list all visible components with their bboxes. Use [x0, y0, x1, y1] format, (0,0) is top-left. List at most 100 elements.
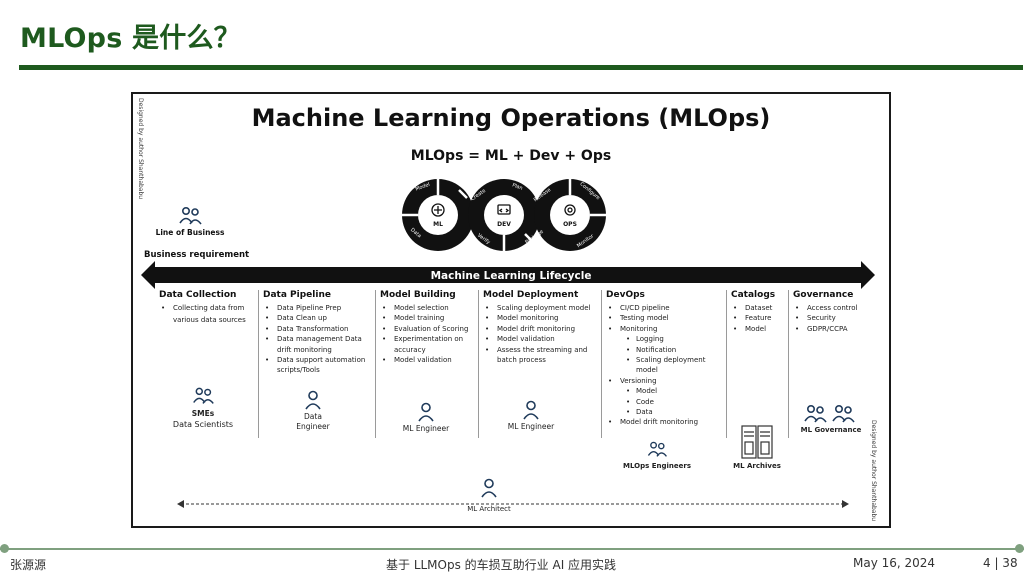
person-icon [418, 402, 434, 422]
list-item: Model validation [483, 334, 597, 345]
role-data-engineer: Data Engineer [278, 390, 348, 432]
footer-page-number: 4 | 38 [983, 556, 1018, 570]
list-item: Model drift monitoring [483, 324, 597, 335]
list-item: Versioning [606, 376, 722, 387]
role-label-ml-governance: ML Governance [800, 426, 862, 434]
dev-hub-icon [497, 204, 511, 215]
column-model-deployment: Model Deployment Scaling deployment mode… [478, 290, 601, 438]
ml-hub-icon [431, 203, 445, 217]
lifecycle-arrow [141, 261, 875, 289]
role-label-data-scientists: Data Scientists [172, 420, 234, 429]
list-item: Access control [793, 303, 868, 314]
role-mlops-engineers: MLOps Engineers [615, 440, 699, 471]
list-item: GDPR/CCPA [793, 324, 868, 335]
role-ml-governance: ML Governance [793, 404, 869, 435]
line-of-business-label: Line of Business [155, 228, 225, 237]
column-catalogs: Catalogs Dataset Feature Model [726, 290, 788, 438]
list-item: Model validation [380, 355, 474, 366]
line-of-business: Line of Business [145, 206, 235, 237]
list-subitem: Logging [606, 334, 722, 345]
list-item: Evaluation of Scoring [380, 324, 474, 335]
architect-span-line [177, 500, 849, 508]
list-item: Feature [731, 313, 784, 324]
person-icon [523, 400, 539, 420]
list-item: Data management Data drift monitoring [263, 334, 371, 355]
server-archive-icon [741, 425, 773, 459]
role-label-mlops-engineers: MLOps Engineers [622, 462, 691, 470]
figure-title: Machine Learning Operations (MLOps) [251, 104, 771, 132]
list-item: Model [731, 324, 784, 335]
footer-author: 张源源 [10, 558, 47, 572]
role-ml-archives: ML Archives [729, 424, 785, 471]
list-item: Testing model [606, 313, 722, 324]
column-heading: Catalogs [731, 290, 776, 300]
footer-talk-title: 基于 LLMOps 的车损互助行业 AI 应用实践 [386, 558, 617, 572]
list-item: Data Pipeline Prep [263, 303, 371, 314]
mlops-cycle: ML DEV OPS Model Create Plan Release Con… [402, 179, 606, 251]
list-item: Dataset [731, 303, 784, 314]
cycle-hub-ops: OPS [563, 221, 577, 228]
people-icon [804, 404, 855, 423]
role-label-engineer: Engineer [296, 422, 330, 431]
role-label-smes: SMEs [191, 409, 215, 418]
cycle-hub-dev: DEV [497, 221, 511, 228]
role-smes: SMEs Data Scientists [163, 386, 243, 430]
person-icon [481, 478, 497, 498]
business-requirement: Business requirement [144, 250, 250, 260]
people-icon [193, 387, 214, 404]
list-item: Data Transformation [263, 324, 371, 335]
footer-date: May 16, 2024 [853, 556, 936, 570]
title-rule [19, 65, 1023, 70]
cycle-step-plan: Plan [511, 182, 523, 191]
list-item: Model training [380, 313, 474, 324]
column-heading: DevOps [606, 290, 645, 300]
list-subitem: Notification [606, 345, 722, 356]
cycle-hub-ml: ML [433, 221, 443, 228]
column-data-collection: Data Collection Collecting data from var… [155, 290, 258, 438]
footer-dot-left [0, 544, 9, 553]
list-subitem: Code [606, 397, 722, 408]
list-item: Security [793, 313, 868, 324]
column-devops: DevOps CI/CD pipeline Testing model Moni… [601, 290, 726, 438]
role-label-ml-architect: ML Architect [467, 505, 511, 513]
column-heading: Data Collection [159, 290, 237, 300]
list-item: Experimentation on accuracy [380, 334, 474, 355]
role-label-data: Data [304, 412, 322, 421]
list-item-continuation: various data sources [173, 316, 246, 325]
ops-hub-icon [564, 204, 576, 216]
list-item: CI/CD pipeline [606, 303, 722, 314]
slide-title: MLOps 是什么？ [20, 23, 241, 54]
column-data-pipeline: Data Pipeline Data Pipeline Prep Data Cl… [258, 290, 375, 438]
figure-subtitle: MLOps = ML + Dev + Ops [410, 148, 612, 164]
role-label-ml-archives: ML Archives [733, 462, 781, 470]
person-icon [305, 390, 321, 410]
lifecycle-label: Machine Learning Lifecycle [430, 270, 592, 282]
mlops-figure: Designed by author Shanthababu Designed … [131, 92, 891, 528]
column-heading: Governance [793, 290, 854, 300]
role-ml-architect: ML Architect [453, 478, 525, 514]
column-model-building: Model Building Model selection Model tra… [375, 290, 478, 438]
list-item: Scaling deployment model [483, 303, 597, 314]
column-governance: Governance Access control Security GDPR/… [788, 290, 872, 438]
footer-rule [0, 548, 1024, 550]
role-ml-engineer-building: ML Engineer [388, 402, 464, 434]
list-item: Data support automation scripts/Tools [263, 355, 371, 376]
list-item: Model drift monitoring [606, 417, 722, 428]
list-subitem: Data [606, 407, 722, 418]
footer-dot-right [1015, 544, 1024, 553]
people-icon [179, 206, 202, 225]
list-item: Model selection [380, 303, 474, 314]
list-subitem: Model [606, 386, 722, 397]
list-item: Monitoring [606, 324, 722, 335]
list-item: Data Clean up [263, 313, 371, 324]
role-label-ml-engineer: ML Engineer [507, 422, 555, 431]
cycle-step-model: Model [415, 182, 431, 193]
column-heading: Data Pipeline [263, 290, 331, 300]
role-ml-engineer-deployment: ML Engineer [493, 400, 569, 432]
list-item: Model monitoring [483, 313, 597, 324]
list-item: Collecting data from [159, 303, 254, 314]
column-heading: Model Deployment [483, 290, 579, 300]
list-item: Assess the streaming and batch process [483, 345, 597, 366]
people-icon [647, 441, 667, 457]
role-label-ml-engineer: ML Engineer [402, 424, 450, 433]
